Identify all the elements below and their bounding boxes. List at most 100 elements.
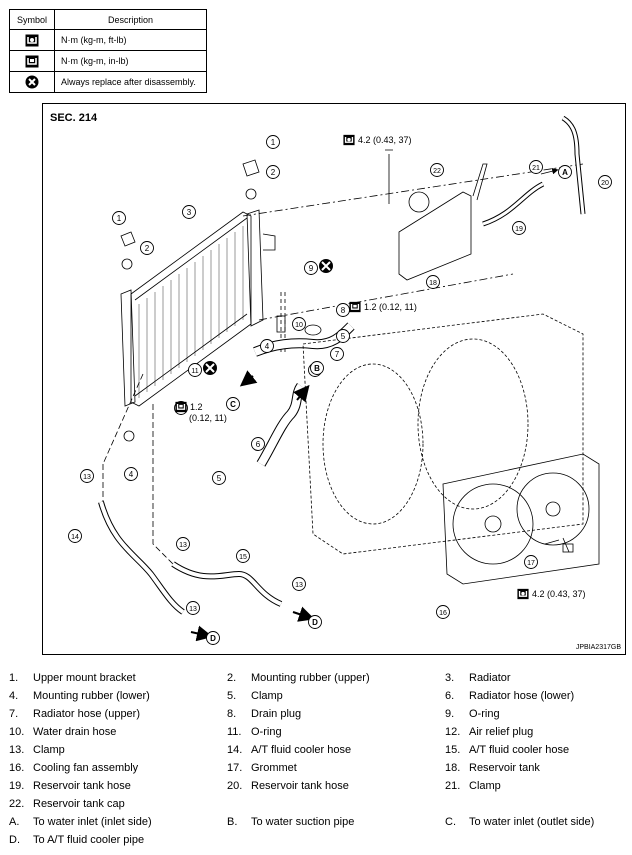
torque-value: 1.2 (0.12, 11) bbox=[364, 302, 417, 312]
legend-item-text: Reservoir tank hose bbox=[251, 780, 349, 792]
legend-item-number: B. bbox=[227, 816, 238, 828]
svg-text:A: A bbox=[562, 168, 568, 177]
legend-item-text: To water suction pipe bbox=[251, 816, 355, 828]
legend-item-text: Clamp bbox=[251, 690, 283, 702]
reservoir-tank bbox=[398, 191, 472, 281]
legend-item-text: Cooling fan assembly bbox=[33, 762, 139, 774]
legend-item-text: Water drain hose bbox=[33, 726, 117, 738]
legend-item-text: O-ring bbox=[469, 708, 500, 720]
callout-7: 7 bbox=[330, 347, 344, 361]
legend-item-text: Radiator hose (lower) bbox=[469, 690, 575, 702]
legend-item-number: 4. bbox=[9, 690, 19, 702]
callout-14: 14 bbox=[68, 529, 82, 543]
legend-item: 22.Reservoir tank cap bbox=[9, 798, 125, 810]
svg-text:17: 17 bbox=[527, 560, 535, 567]
callout-3: 3 bbox=[182, 205, 196, 219]
always-replace-icon bbox=[9, 71, 55, 93]
legend-item-number: 1. bbox=[9, 672, 19, 684]
torque-spec: 1.2 (0.12, 11) bbox=[349, 301, 417, 313]
callout-8: 8 bbox=[336, 303, 350, 317]
svg-text:13: 13 bbox=[83, 474, 91, 481]
callout-11: 11 bbox=[188, 363, 202, 377]
symbol-header: Symbol bbox=[9, 9, 55, 30]
callout-1: 1 bbox=[266, 135, 280, 149]
legend-item-text: Reservoir tank bbox=[469, 762, 540, 774]
at-fluid-cooler-hose-15 bbox=[171, 561, 283, 607]
torque-value: 4.2 (0.43, 37) bbox=[358, 135, 412, 145]
legend-item: 10.Water drain hose bbox=[9, 726, 116, 738]
callout-13: 13 bbox=[186, 601, 200, 615]
svg-text:11: 11 bbox=[191, 368, 198, 375]
callout-13: 13 bbox=[292, 577, 306, 591]
legend-item-number: 16. bbox=[9, 762, 25, 774]
callout-15: 15 bbox=[236, 549, 250, 563]
svg-text:1: 1 bbox=[117, 214, 122, 223]
legend-item-text: Mounting rubber (upper) bbox=[251, 672, 370, 684]
svg-text:5: 5 bbox=[217, 474, 222, 483]
legend-item: 7. Radiator hose (upper) bbox=[9, 708, 140, 720]
radiator-outline bbox=[130, 211, 252, 407]
legend-item-text: A/T fluid cooler hose bbox=[469, 744, 570, 756]
svg-text:15: 15 bbox=[239, 554, 247, 561]
torque-nm-kgm-inlb-icon bbox=[9, 50, 55, 72]
symbol-description: Always replace after disassembly. bbox=[54, 71, 207, 93]
svg-text:16: 16 bbox=[439, 610, 447, 617]
exploded-diagram: 12312981054711125BC654131413151313DD2221… bbox=[42, 103, 626, 655]
legend-item-number: 21. bbox=[445, 780, 461, 792]
symbol-row: Always replace after disassembly. bbox=[9, 71, 207, 93]
symbol-row: N·m (kg-m, in-lb) bbox=[9, 50, 207, 72]
legend-row: 13. Clamp 14.A/T fluid cooler hose 15. A/T f… bbox=[0, 744, 632, 760]
svg-text:21: 21 bbox=[532, 165, 540, 172]
torque-nm-kgm-ftlb-icon bbox=[343, 134, 355, 146]
legend-item: A.To water inlet (inlet side) bbox=[9, 816, 152, 828]
legend-item: 9. O-ring bbox=[445, 708, 500, 720]
callout-16: 16 bbox=[436, 605, 450, 619]
legend-item: 4.Mounting rubber (lower) bbox=[9, 690, 150, 702]
legend-item-number: 7. bbox=[9, 708, 19, 720]
svg-text:7: 7 bbox=[335, 350, 340, 359]
legend-item-text: Upper mount bracket bbox=[33, 672, 136, 684]
callout-9: 9 bbox=[304, 261, 318, 275]
svg-text:2: 2 bbox=[145, 244, 150, 253]
legend-item-number: 15. bbox=[445, 744, 461, 756]
torque-value: 4.2 (0.43, 37) bbox=[532, 589, 586, 599]
svg-text:4: 4 bbox=[265, 342, 270, 351]
callout-13: 13 bbox=[176, 537, 190, 551]
symbol-table-header: Symbol Description bbox=[9, 9, 207, 30]
callout-D: D bbox=[206, 631, 220, 645]
legend-item-text: To A/T fluid cooler pipe bbox=[33, 834, 145, 846]
callout-D: D bbox=[308, 615, 322, 629]
legend-item-text: Reservoir tank hose bbox=[33, 780, 131, 792]
torque-value: (0.12, 11) bbox=[189, 413, 227, 423]
legend-item-number: 18. bbox=[445, 762, 461, 774]
legend-item-number: 17. bbox=[227, 762, 243, 774]
at-fluid-cooler-hose-14 bbox=[98, 501, 185, 615]
diagram-drawing: 12312981054711125BC654131413151313DD2221… bbox=[68, 115, 612, 645]
legend-item-number: 9. bbox=[445, 708, 455, 720]
legend-item: 11.O-ring bbox=[227, 726, 282, 738]
torque-nm-kgm-ftlb-icon bbox=[517, 588, 529, 600]
legend-item-text: Clamp bbox=[33, 744, 65, 756]
svg-text:18: 18 bbox=[429, 280, 437, 287]
always-replace-icon bbox=[319, 259, 333, 273]
always-replace-icon bbox=[203, 361, 217, 375]
legend-item-text: O-ring bbox=[251, 726, 282, 738]
legend-item-number: 19. bbox=[9, 780, 25, 792]
legend-item-text: To water inlet (outlet side) bbox=[469, 816, 595, 828]
legend-item-number: 22. bbox=[9, 798, 25, 810]
legend-item-text: Radiator hose (upper) bbox=[33, 708, 141, 720]
legend-item: 14.A/T fluid cooler hose bbox=[227, 744, 351, 756]
legend-item-number: 13. bbox=[9, 744, 25, 756]
legend-row: A.To water inlet (inlet side) B. To water … bbox=[0, 816, 632, 832]
legend-item-text: Clamp bbox=[469, 780, 501, 792]
callouts: 12312981054711125BC654131413151313DD2221… bbox=[68, 135, 612, 645]
callout-C: C bbox=[226, 397, 240, 411]
svg-text:20: 20 bbox=[601, 180, 609, 187]
legend-item: B. To water suction pipe bbox=[227, 816, 354, 828]
legend-item: 6.Radiator hose (lower) bbox=[445, 690, 574, 702]
fan-shroud bbox=[302, 313, 584, 555]
callout-10: 10 bbox=[292, 317, 306, 331]
svg-text:8: 8 bbox=[341, 306, 346, 315]
